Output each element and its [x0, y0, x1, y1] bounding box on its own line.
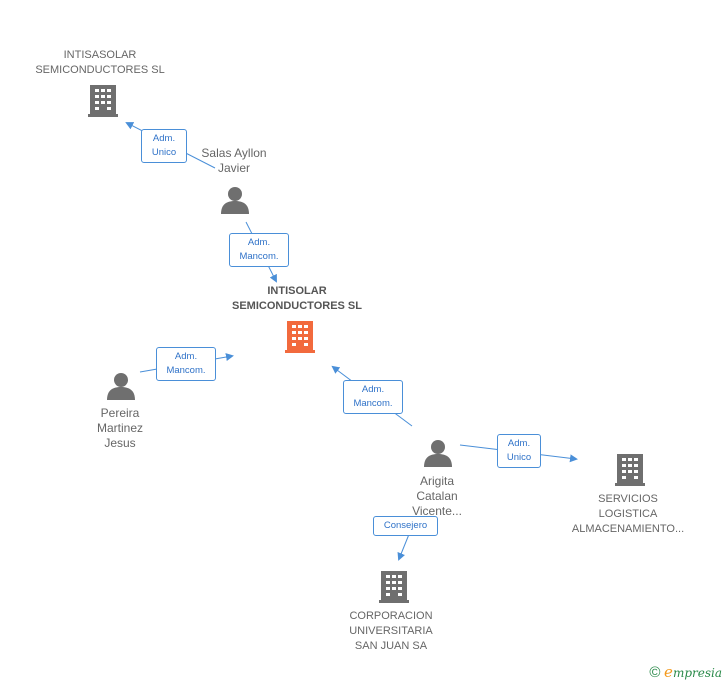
- relation-badge-adm-mancom: Adm. Mancom.: [156, 347, 216, 381]
- company-name-line: INTISOLAR: [267, 285, 327, 297]
- relation-line: Mancom.: [166, 365, 206, 376]
- company-label-corporacion[interactable]: CORPORACION UNIVERSITARIA SAN JUAN SA: [336, 609, 446, 654]
- relation-line: Adm.: [174, 351, 198, 362]
- person-name-line: Martinez: [96, 421, 143, 435]
- brand-rest: mpresia: [672, 666, 722, 680]
- company-name-line: UNIVERSITARIA: [349, 625, 433, 637]
- company-label-servicios[interactable]: SERVICIOS LOGISTICA ALMACENAMIENTO...: [568, 492, 688, 537]
- relation-badge-adm-unico: Adm. Unico: [141, 129, 187, 163]
- building-icon: [615, 454, 645, 486]
- company-name-line: CORPORACION: [349, 610, 433, 622]
- person-name-line: Jesus: [104, 436, 136, 450]
- person-label-arigita[interactable]: Arigita Catalan Vicente...: [397, 474, 477, 519]
- person-name-line: Javier: [217, 161, 250, 175]
- relation-line: Mancom.: [353, 398, 393, 409]
- copyright-icon: ©: [649, 664, 661, 681]
- relation-badge-adm-mancom: Adm. Mancom.: [343, 380, 403, 414]
- relation-badge-adm-unico: Adm. Unico: [497, 434, 541, 468]
- person-icon: [424, 440, 452, 467]
- relation-line: Adm.: [247, 237, 271, 248]
- relation-line: Unico: [506, 452, 532, 463]
- building-icon: [379, 571, 409, 603]
- person-label-pereira[interactable]: Pereira Martinez Jesus: [80, 406, 160, 451]
- person-label-salas[interactable]: Salas Ayllon Javier: [188, 146, 280, 176]
- empresia-logo[interactable]: © empresia: [649, 663, 722, 681]
- company-name-line: SEMICONDUCTORES SL: [232, 300, 362, 312]
- relation-line: Adm.: [152, 133, 176, 144]
- person-name-line: Vicente...: [412, 504, 462, 518]
- person-name-line: Catalan: [416, 489, 458, 503]
- company-name-line: SEMICONDUCTORES SL: [35, 64, 165, 76]
- person-name-line: Arigita: [419, 474, 454, 488]
- building-icon: [88, 85, 118, 117]
- relation-line: Adm.: [507, 438, 531, 449]
- relation-line: Unico: [151, 147, 177, 158]
- company-name-line: ALMACENAMIENTO...: [571, 523, 685, 535]
- person-icon: [221, 187, 249, 214]
- company-name-line: LOGISTICA: [598, 508, 658, 520]
- company-name-line: INTISASOLAR: [63, 49, 137, 61]
- relation-badge-adm-mancom: Adm. Mancom.: [229, 233, 289, 267]
- company-name-line: SAN JUAN SA: [354, 640, 428, 652]
- person-icon: [107, 373, 135, 400]
- company-label-main[interactable]: INTISOLAR SEMICONDUCTORES SL: [212, 284, 382, 314]
- person-name-line: Salas Ayllon: [201, 146, 267, 160]
- relation-line: Mancom.: [239, 251, 279, 262]
- company-label-intisasolar[interactable]: INTISASOLAR SEMICONDUCTORES SL: [20, 48, 180, 78]
- person-name-line: Pereira: [100, 406, 140, 420]
- main-building-icon: [285, 321, 315, 353]
- brand-e: e: [664, 663, 673, 681]
- relation-line: Consejero: [383, 520, 428, 531]
- company-name-line: SERVICIOS: [598, 493, 658, 505]
- relation-badge-consejero: Consejero: [373, 516, 438, 536]
- relation-line: Adm.: [361, 384, 385, 395]
